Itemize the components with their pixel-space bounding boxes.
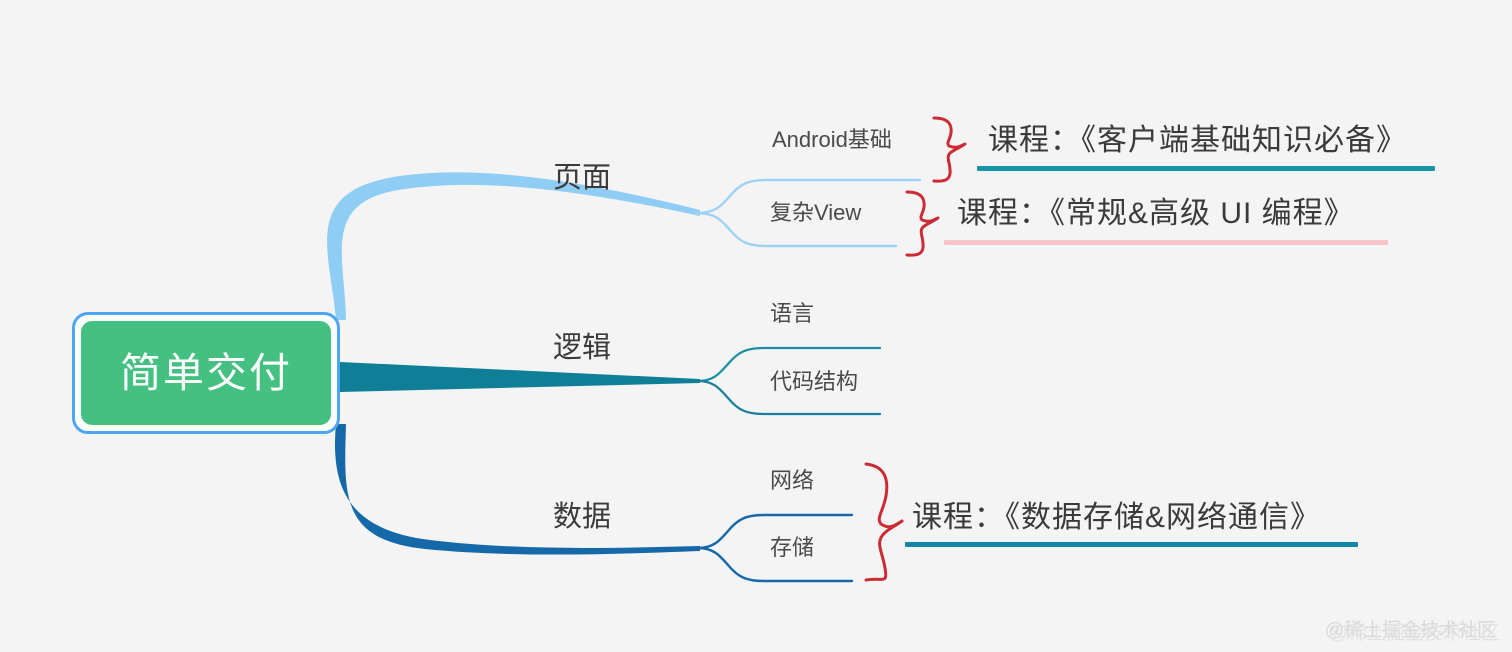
fork-data-lower	[696, 546, 854, 583]
course-label-client-basics[interactable]: 课程：《客户端基础知识必备》	[988, 124, 1407, 157]
course-underline-client-basics	[977, 166, 1435, 171]
leaf-label-network[interactable]: 网络	[770, 468, 815, 493]
leaf-label-code-structure[interactable]: 代码结构	[770, 369, 859, 394]
branch-curve-page	[327, 172, 700, 320]
central-node-label: 简单交付	[120, 349, 292, 396]
fork-page	[695, 178, 922, 215]
leaf-label-language[interactable]: 语言	[770, 301, 815, 326]
watermark: @稀土掘金技术社区 @稀土掘金技术社区	[1324, 615, 1500, 644]
brace-icon-client-basics	[932, 116, 967, 183]
branch-curve-data	[335, 424, 700, 555]
leaf-label-complex-view[interactable]: 复杂View	[770, 200, 862, 225]
central-node[interactable]: 简单交付	[72, 312, 340, 434]
branch-label-logic[interactable]: 逻辑	[553, 332, 612, 364]
brace-icon-ui-programming	[905, 190, 940, 257]
leaf-label-android-basics[interactable]: Android基础	[772, 127, 892, 152]
course-label-storage-network[interactable]: 课程：《数据存储&网络通信》	[912, 501, 1322, 534]
course-label-ui-programming[interactable]: 课程：《常规&高级 UI 编程》	[957, 197, 1355, 230]
brace-icon-storage-network	[864, 462, 904, 582]
course-underline-storage-network	[905, 542, 1358, 547]
leaf-label-storage[interactable]: 存储	[770, 535, 815, 560]
fork-data-upper	[696, 513, 854, 550]
fork-logic-upper	[696, 346, 882, 383]
fork-logic-lower	[696, 379, 882, 416]
watermark-text: @稀土掘金技术社区	[1324, 620, 1496, 641]
branch-curve-logic	[340, 362, 700, 392]
watermark-ghost: @稀土掘金技术社区	[1328, 623, 1500, 644]
course-underline-ui-programming	[944, 240, 1388, 245]
branch-label-page[interactable]: 页面	[553, 162, 612, 194]
central-node-fill: 简单交付	[81, 321, 331, 425]
branch-label-data[interactable]: 数据	[553, 501, 612, 533]
fork-page-lower	[695, 211, 898, 248]
